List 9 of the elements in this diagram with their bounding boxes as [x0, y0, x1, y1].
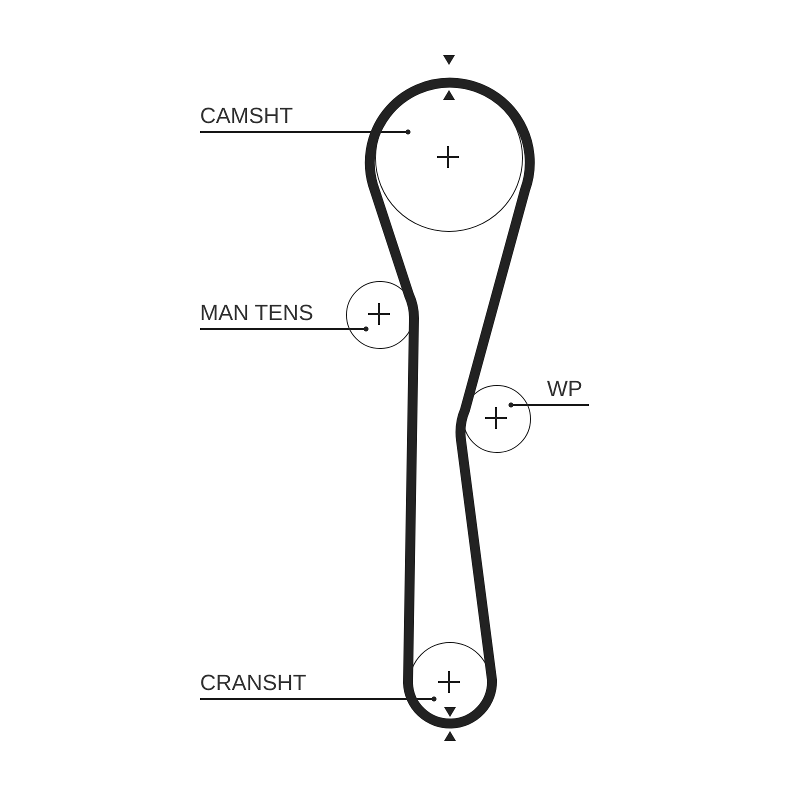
pulley-circle [463, 385, 531, 453]
part-label: CAMSHT [200, 103, 293, 129]
part-label: WP [547, 376, 582, 402]
part-label: CRANSHT [200, 670, 306, 696]
leader-line [200, 130, 410, 134]
leader-line [508, 402, 589, 408]
leader-line [200, 696, 436, 702]
leader-line [200, 326, 368, 332]
part-label: MAN TENS [200, 300, 314, 326]
